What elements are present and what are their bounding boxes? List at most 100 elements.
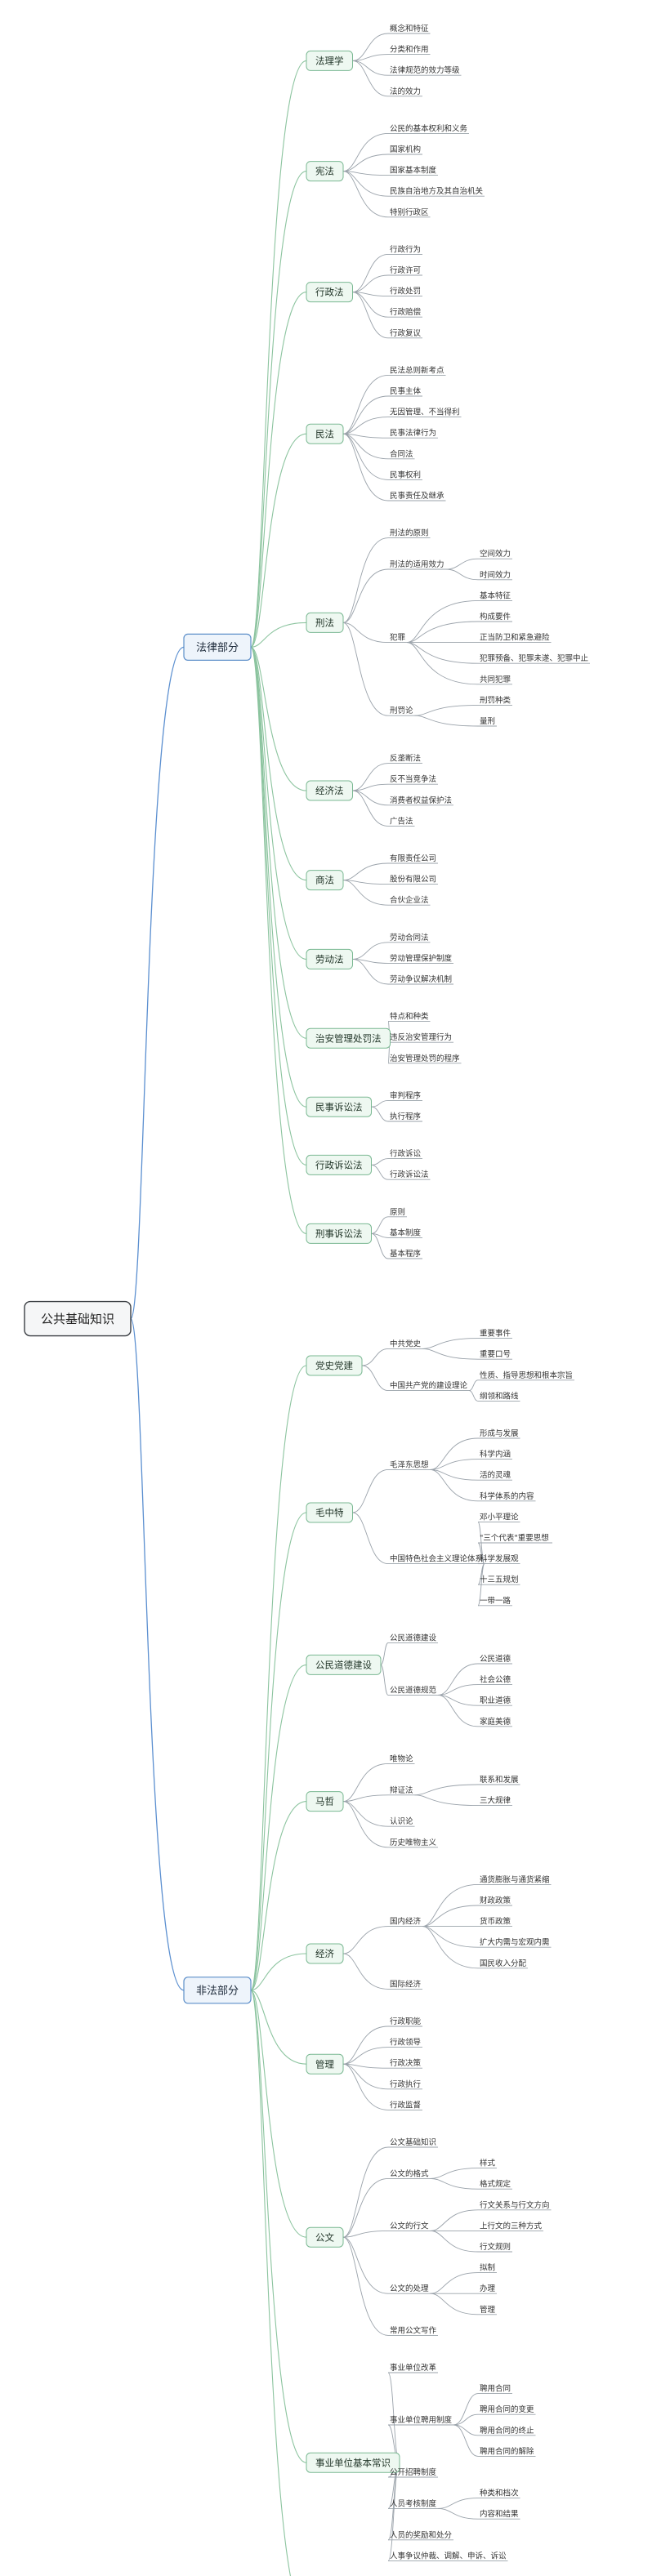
node-label: 党史党建 <box>315 1360 353 1371</box>
connector-line <box>250 171 307 648</box>
leaf-label: 广告法 <box>390 816 413 826</box>
leaf-label: 社会公德 <box>480 1675 511 1685</box>
node-label: 治安管理处罚法 <box>315 1032 382 1044</box>
connector-line <box>430 2272 479 2294</box>
leaf-label: 原则 <box>390 1207 405 1217</box>
connector-line <box>250 292 307 648</box>
connector-line <box>414 704 479 716</box>
leaf-label: 国民收入分配 <box>480 1959 527 1968</box>
mind-map-nodes: 公共基础知识法律部分法理学概念和特征分类和作用法律规范的效力等级法的效力宪法公民… <box>24 24 589 2560</box>
topic-node: 行政法 <box>306 282 353 303</box>
leaf-label: 国际经济 <box>390 1979 422 1989</box>
connector-line <box>414 1794 479 1807</box>
node-box <box>306 2053 344 2075</box>
node-label: 公文 <box>315 2231 334 2243</box>
connector-lines <box>130 33 590 2576</box>
connector-line <box>468 1390 479 1402</box>
leaf-label: 常用公文写作 <box>390 2325 437 2335</box>
leaf-label: 执行程序 <box>390 1112 422 1121</box>
node-label: 毛中特 <box>315 1507 344 1518</box>
leaf-label: 特点和种类 <box>390 1012 429 1022</box>
leaf-label: 行政领导 <box>390 2038 421 2048</box>
leaf-label: 样式 <box>480 2159 496 2168</box>
leaf-label: 内容和结果 <box>480 2509 519 2519</box>
connector-line <box>422 1905 479 1928</box>
connector-line <box>352 1468 389 1513</box>
leaf-label: 科学内涵 <box>480 1450 511 1460</box>
connector-line <box>422 1926 479 1969</box>
node-box <box>306 423 344 444</box>
connector-line <box>422 1338 479 1349</box>
leaf-label: 构成要件 <box>480 612 511 622</box>
node-box <box>183 633 252 662</box>
leaf-label: 形成与发展 <box>480 1428 519 1438</box>
leaf-label: 劳动管理保护制度 <box>390 953 453 963</box>
leaf-label: 重要口号 <box>480 1349 511 1359</box>
connector-line <box>437 1684 479 1696</box>
leaf-label: 聘用合同的终止 <box>480 2426 534 2436</box>
leaf-label: 行政诉讼法 <box>390 1170 429 1179</box>
node-box <box>306 282 353 303</box>
node-box <box>306 2226 344 2248</box>
leaf-label: 公民道德 <box>480 1654 511 1664</box>
leaf-label: 科学体系的内容 <box>480 1491 534 1501</box>
leaf-label: 公文的处理 <box>390 2284 429 2293</box>
leaf-label: 法律规范的效力等级 <box>390 65 460 75</box>
connector-line <box>342 2026 389 2065</box>
leaf-label: 刑法的原则 <box>390 528 429 538</box>
leaf-label: 国家机构 <box>390 145 421 154</box>
connector-line <box>406 621 479 644</box>
connector-line <box>430 2168 479 2179</box>
connector-line <box>250 1512 307 1991</box>
topic-node: 公民道德建设 <box>306 1654 382 1675</box>
leaf-label: 刑罚种类 <box>480 695 511 705</box>
connector-line <box>371 1216 389 1234</box>
leaf-label: 行政职能 <box>390 2017 422 2026</box>
node-label: 刑法 <box>315 617 334 629</box>
connector-line <box>477 1563 485 1607</box>
connector-line <box>352 783 389 791</box>
connector-line <box>250 1953 307 1991</box>
leaf-label: 违反治安管理行为 <box>390 1032 452 1042</box>
connector-line <box>250 622 307 648</box>
leaf-label: 性质、指导思想和根本宗旨 <box>480 1370 573 1380</box>
connector-line <box>352 958 389 964</box>
leaf-label: 审判程序 <box>390 1090 422 1100</box>
leaf-label: 邓小平理论 <box>480 1512 519 1522</box>
connector-line <box>342 433 389 480</box>
connector-line <box>437 2498 479 2509</box>
leaf-label: 民事法律行为 <box>390 428 436 438</box>
connector-line <box>422 1926 479 1948</box>
node-box <box>306 161 344 182</box>
topic-node: 管理 <box>306 2053 344 2075</box>
connector-line <box>406 642 479 685</box>
connector-line <box>342 395 389 435</box>
node-label: 经济 <box>315 1948 334 1959</box>
leaf-label: 职业道德 <box>480 1696 511 1705</box>
connector-line <box>250 1664 307 1991</box>
leaf-label: 财政政策 <box>480 1896 511 1905</box>
connector-line <box>477 1542 485 1565</box>
leaf-label: 劳动合同法 <box>390 933 429 943</box>
node-label: 劳动法 <box>315 954 344 965</box>
leaf-label: 民法总则新考点 <box>390 365 444 375</box>
leaf-label: 反不当竞争法 <box>390 774 436 784</box>
connector-line <box>430 1459 479 1470</box>
connector-line <box>352 958 389 985</box>
topic-node: 法理学 <box>306 50 353 71</box>
connector-line <box>250 1365 307 1991</box>
connector-line <box>342 2063 389 2110</box>
connector-line <box>342 433 389 460</box>
leaf-label: 中共党史 <box>390 1339 422 1348</box>
connector-line <box>130 646 185 1320</box>
connector-line <box>371 1106 389 1122</box>
node-box <box>306 1027 391 1049</box>
topic-node: 党史党建 <box>306 1355 363 1376</box>
root-node: 公共基础知识 <box>24 1300 132 1337</box>
connector-line <box>352 60 389 97</box>
connector-line <box>371 1099 389 1108</box>
leaf-label: 一带一路 <box>480 1596 511 1606</box>
connector-line <box>437 1694 479 1727</box>
connector-line <box>342 1953 389 1990</box>
leaf-label: 行政诉讼 <box>390 1149 422 1159</box>
